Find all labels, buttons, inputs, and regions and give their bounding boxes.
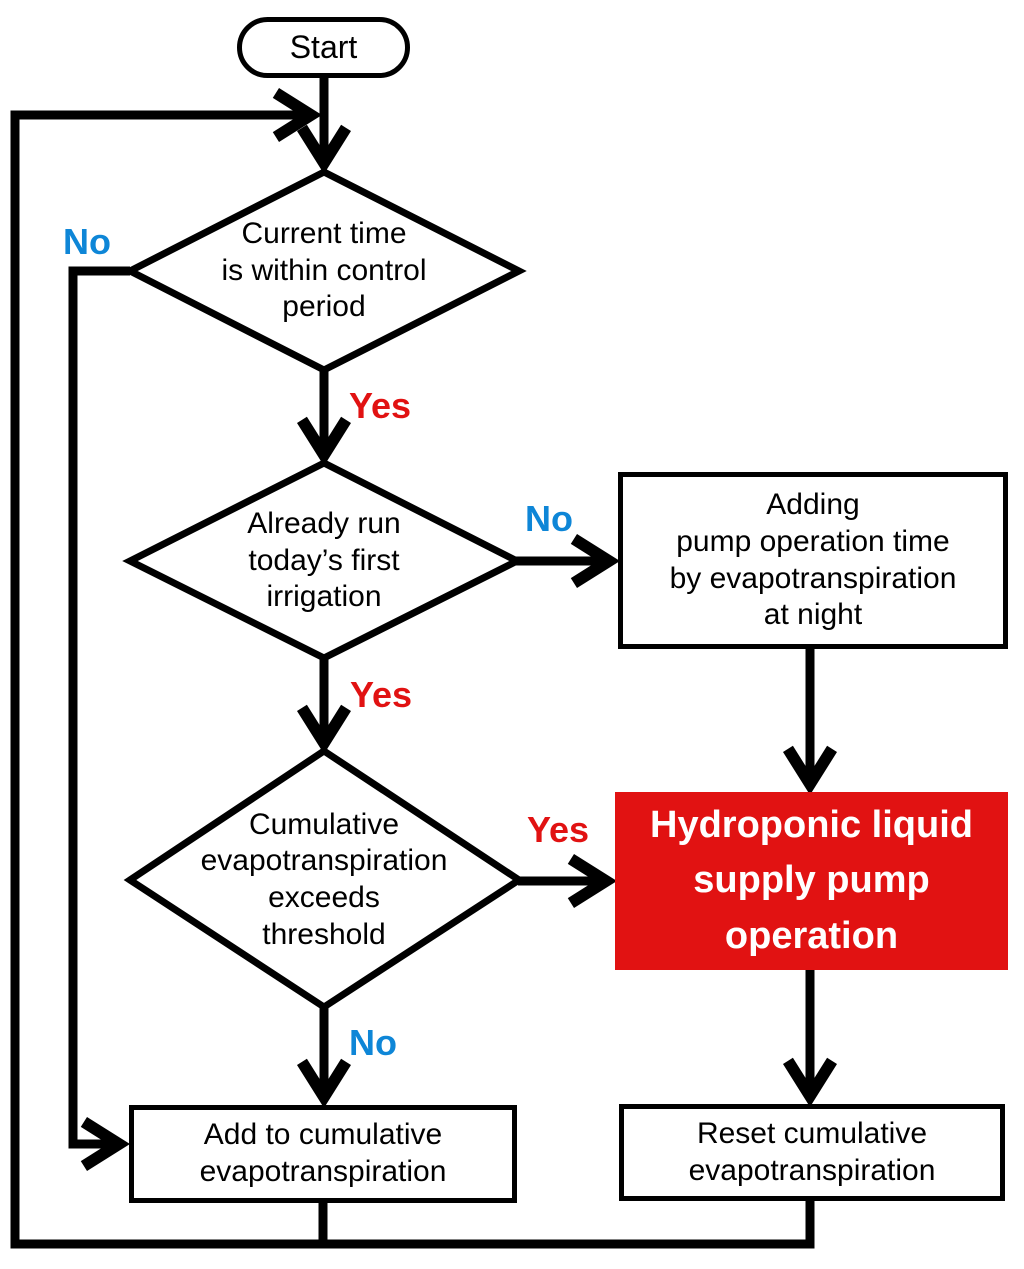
decision1-label: Current time is within control period [221,217,427,324]
arrow-decision1-no-to-add [68,266,130,1172]
decision1-no-label: No [63,221,111,262]
decision2-no-label: No [525,498,573,539]
decision1-yes-label: Yes [349,385,412,426]
decision3-yes-label: Yes [527,809,590,850]
start-node: Start [237,17,410,78]
add-cumulative-node: Add to cumulative evapotranspiration [129,1105,517,1203]
decision2-yes-label: Yes [350,674,413,715]
decision3-shape [123,746,526,1012]
decision3-no-label: No [349,1022,397,1063]
decision2-label: Already run today’s first irrigation [247,507,401,614]
reset-cumulative-node: Reset cumulative evapotranspiration [619,1104,1005,1201]
pump-operation-node: Hydroponic liquid supply pump operation [615,792,1008,970]
adding-pump-time-node: Adding pump operation time by evapotrans… [618,472,1008,649]
decision2-shape [122,459,525,662]
decision1-shape [122,168,527,374]
arrow-loop-reset-to-decision1 [10,87,815,1249]
decision3-label: Cumulative evapotranspiration exceeds th… [200,807,448,951]
